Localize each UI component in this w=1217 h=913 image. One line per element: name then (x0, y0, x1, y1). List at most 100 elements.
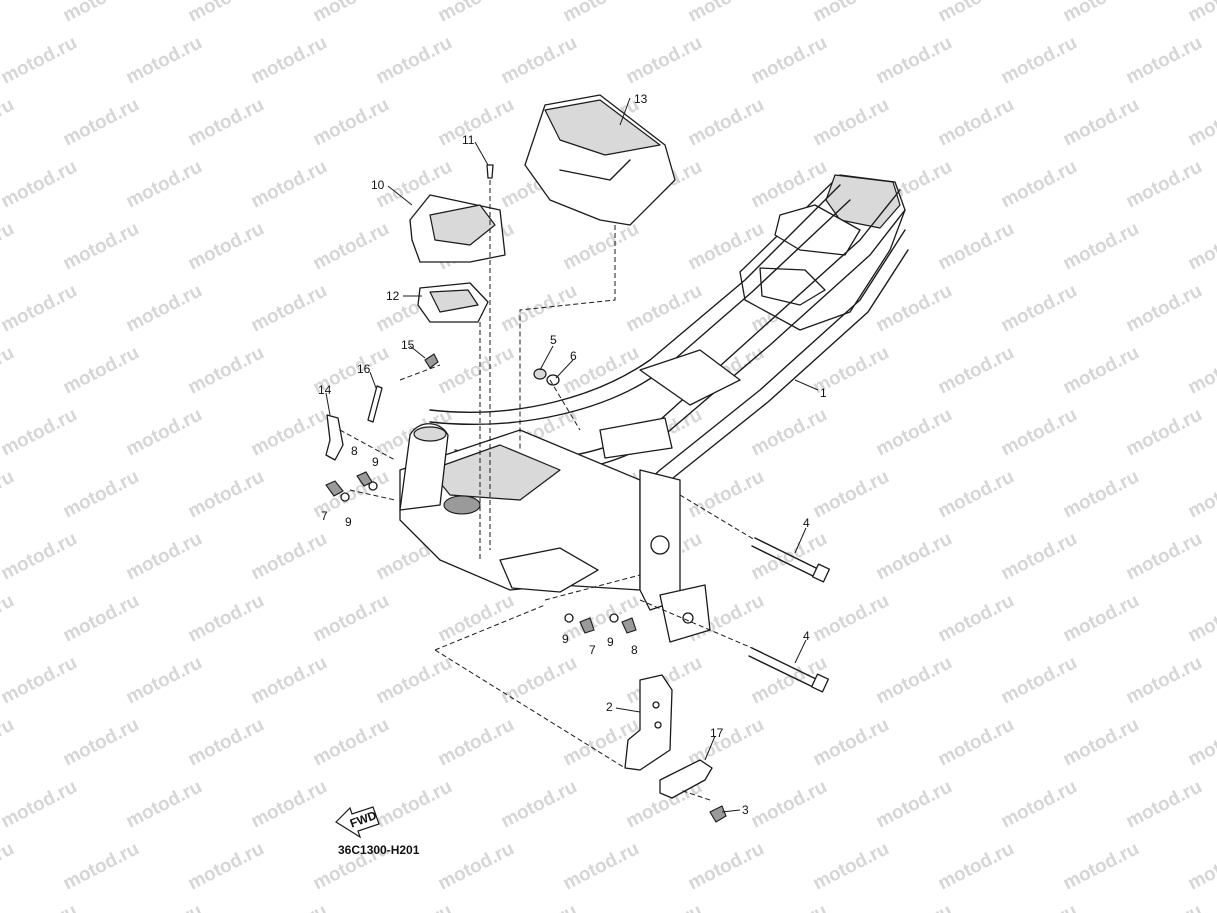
watermark-text: motod.ru (123, 404, 206, 460)
callout-1: 1 (820, 386, 827, 400)
callout-14: 14 (318, 383, 332, 397)
watermark-text: motod.ru (0, 590, 18, 646)
part-16-rod (367, 385, 383, 423)
watermark-text: motod.ru (1060, 838, 1143, 894)
watermark-text: motod.ru (810, 714, 893, 770)
watermark-text: motod.ru (748, 900, 831, 913)
callout-8b: 8 (631, 643, 638, 657)
watermark-text: motod.ru (998, 280, 1081, 336)
callout-11: 11 (462, 133, 475, 147)
part-13-cover (524, 94, 676, 226)
watermark-text: motod.ru (935, 342, 1018, 398)
watermark-text: motod.ru (1060, 94, 1143, 150)
callout-8a: 8 (351, 444, 358, 458)
part-5-nut (533, 368, 547, 380)
watermark-text: motod.ru (185, 0, 268, 26)
watermark-text: motod.ru (248, 900, 331, 913)
callout-17: 17 (710, 726, 724, 740)
watermark-text: motod.ru (998, 900, 1081, 913)
watermark-text: motod.ru (1185, 838, 1217, 894)
watermark-text: motod.ru (1185, 218, 1217, 274)
watermark-text: motod.ru (0, 714, 18, 770)
callout-6: 6 (570, 349, 577, 363)
watermark-text: motod.ru (1185, 94, 1217, 150)
watermark-text: motod.ru (248, 652, 331, 708)
watermark-text: motod.ru (373, 776, 456, 832)
watermark-text: motod.ru (60, 342, 143, 398)
watermark-text: motod.ru (0, 776, 81, 832)
watermark-text: motod.ru (185, 218, 268, 274)
part-2-bracket (624, 674, 673, 771)
watermark-text: motod.ru (248, 776, 331, 832)
callout-3: 3 (742, 803, 749, 817)
callout-15: 15 (401, 338, 415, 352)
watermark-text: motod.ru (1123, 404, 1206, 460)
watermark-text: motod.ru (123, 776, 206, 832)
watermark-text: motod.ru (998, 404, 1081, 460)
watermark-text: motod.ru (310, 0, 393, 26)
assembly-lines (339, 180, 756, 801)
watermark-text: motod.ru (60, 466, 143, 522)
callout-4a: 4 (803, 516, 810, 530)
watermark-text: motod.ru (998, 652, 1081, 708)
part-3-bolt (709, 805, 727, 823)
watermark-text: motod.ru (1123, 280, 1206, 336)
watermark-text: motod.ru (60, 0, 143, 26)
fwd-arrow-icon: FWD (335, 806, 380, 839)
part-11-screw (486, 164, 494, 179)
watermark-text: motod.ru (435, 590, 518, 646)
watermark-text: motod.ru (998, 776, 1081, 832)
part-10-unit (409, 194, 506, 263)
watermark-text: motod.ru (0, 528, 81, 584)
callout-16: 16 (357, 362, 371, 376)
callout-5: 5 (550, 333, 557, 347)
left-fasteners (325, 471, 378, 502)
watermark-text: motod.ru (123, 280, 206, 336)
watermark-text: motod.ru (998, 156, 1081, 212)
watermark-text: motod.ru (685, 94, 768, 150)
watermark-text: motod.ru (498, 280, 581, 336)
watermark-text: motod.ru (1185, 590, 1217, 646)
watermark-text: motod.ru (1123, 156, 1206, 212)
part-14-clip (325, 414, 344, 461)
watermark-text: motod.ru (0, 280, 81, 336)
callout-10: 10 (371, 178, 385, 192)
watermark-text: motod.ru (248, 404, 331, 460)
watermark-text: motod.ru (1123, 652, 1206, 708)
watermark-text: motod.ru (0, 466, 18, 522)
leader-lines (325, 97, 819, 813)
watermark-text: motod.ru (873, 652, 956, 708)
watermark-text: motod.ru (185, 342, 268, 398)
callout-12: 12 (386, 289, 400, 303)
watermark-text: motod.ru (185, 590, 268, 646)
watermark-text: motod.ru (123, 652, 206, 708)
watermark-text: motod.ru (0, 652, 81, 708)
watermark-text: motod.ru (935, 218, 1018, 274)
watermark-text: motod.ru (935, 94, 1018, 150)
watermark-text: motod.ru (498, 776, 581, 832)
watermark-text: motod.ru (123, 528, 206, 584)
callout-9d: 9 (607, 635, 614, 649)
callout-7a: 7 (321, 509, 328, 523)
watermark-text: motod.ru (435, 94, 518, 150)
watermark-text: motod.ru (998, 32, 1081, 88)
callout-4b: 4 (803, 629, 810, 643)
watermark-text: motod.ru (1060, 714, 1143, 770)
watermark-text: motod.ru (435, 0, 518, 26)
watermark-text: motod.ru (0, 0, 18, 26)
watermark-text: motod.ru (1123, 528, 1206, 584)
watermark-text: motod.ru (248, 32, 331, 88)
diagram-code: 36C1300-H201 (338, 843, 420, 857)
watermark-text: motod.ru (560, 0, 643, 26)
watermark-text: motod.ru (810, 466, 893, 522)
watermark-text: motod.ru (1060, 0, 1143, 26)
watermark-text: motod.ru (0, 900, 81, 913)
watermark-text: motod.ru (498, 652, 581, 708)
watermark-text: motod.ru (60, 714, 143, 770)
main-frame (399, 174, 909, 643)
part-17-stay (659, 759, 713, 799)
part-4-bolts (748, 537, 831, 693)
watermark-text: motod.ru (498, 32, 581, 88)
watermark-text: motod.ru (1123, 900, 1206, 913)
